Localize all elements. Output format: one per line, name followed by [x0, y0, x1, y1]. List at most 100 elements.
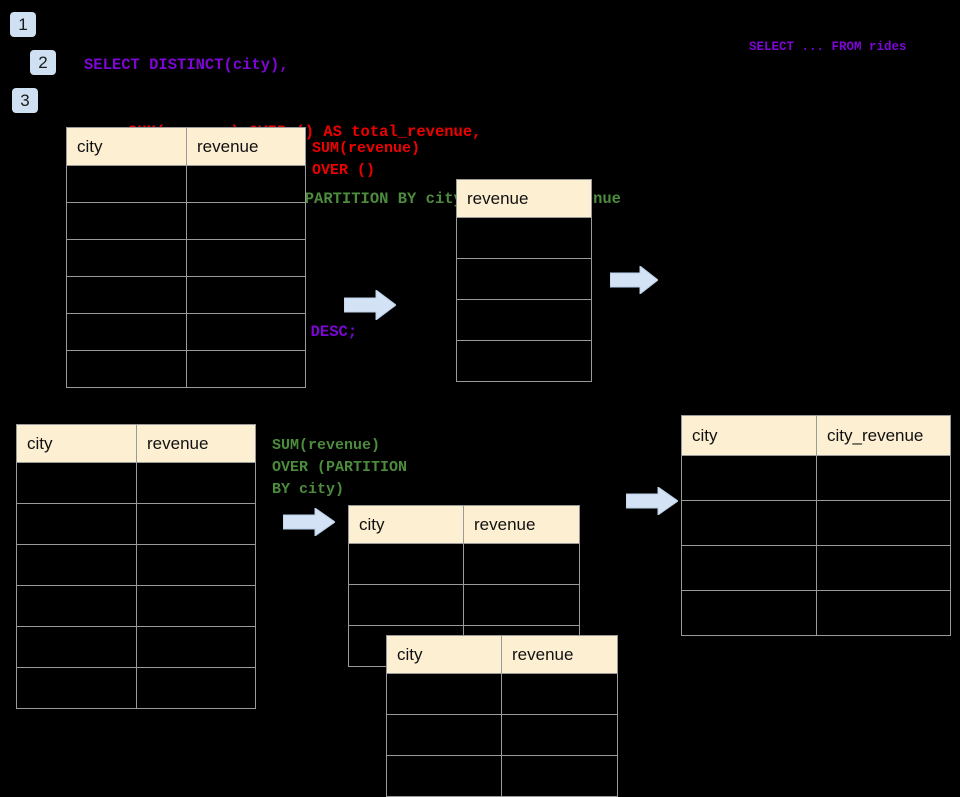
table-row — [66, 165, 306, 203]
cell-city — [66, 350, 187, 388]
cell-revenue — [456, 217, 592, 259]
table-header-row: city revenue — [16, 424, 256, 463]
cell-revenue — [456, 258, 592, 300]
column-header-revenue: revenue — [463, 505, 580, 544]
table-total-revenue: revenue — [456, 179, 592, 382]
cell-revenue — [136, 667, 256, 709]
table-header-row: revenue — [456, 179, 592, 218]
cell-revenue — [136, 626, 256, 668]
table-row — [348, 584, 580, 626]
cell-revenue — [186, 202, 306, 240]
column-header-revenue: revenue — [136, 424, 256, 463]
column-header-city: city — [386, 635, 502, 674]
table-row — [348, 543, 580, 585]
annotation-total-revenue: SUM(revenue) OVER () — [312, 140, 421, 179]
table-row — [456, 340, 592, 382]
cell-city — [66, 165, 187, 203]
table-row — [386, 755, 618, 797]
table-row — [16, 626, 256, 668]
table-row — [16, 462, 256, 504]
table-row — [66, 313, 306, 351]
cell-city — [681, 590, 817, 636]
cell-city-revenue — [816, 590, 951, 636]
cell-revenue — [186, 276, 306, 314]
sql-line-select: SELECT DISTINCT(city), — [84, 56, 289, 75]
cell-revenue — [456, 340, 592, 382]
table-row — [16, 503, 256, 545]
cell-revenue — [136, 585, 256, 627]
column-header-revenue: revenue — [456, 179, 592, 218]
cell-revenue — [501, 673, 618, 715]
cell-city — [16, 544, 137, 586]
column-header-city: city — [66, 127, 187, 166]
table-row — [386, 673, 618, 715]
table-row — [681, 500, 951, 546]
table-row — [66, 202, 306, 240]
cell-city — [348, 543, 464, 585]
table-header-row: city revenue — [386, 635, 618, 674]
table-row — [681, 590, 951, 636]
table-row — [456, 258, 592, 300]
table-row — [66, 239, 306, 277]
cell-city — [681, 545, 817, 591]
annotation-city-revenue: SUM(revenue) OVER (PARTITION BY city) — [272, 437, 408, 498]
cell-city-revenue — [816, 545, 951, 591]
cell-city — [386, 714, 502, 756]
cell-revenue — [136, 503, 256, 545]
table-partition-group-front: city revenue — [386, 635, 618, 797]
cell-revenue — [501, 714, 618, 756]
cell-revenue — [463, 584, 580, 626]
table-header-row: city revenue — [348, 505, 580, 544]
table-header-row: city city_revenue — [681, 415, 951, 456]
cell-revenue — [501, 755, 618, 797]
step-badge-3: 3 — [12, 88, 38, 113]
table-row — [66, 350, 306, 388]
cell-city — [681, 455, 817, 501]
cell-city — [16, 503, 137, 545]
table-header-row: city revenue — [66, 127, 306, 166]
column-header-city: city — [681, 415, 817, 456]
cell-city — [386, 673, 502, 715]
cell-revenue — [186, 239, 306, 277]
cell-revenue — [136, 544, 256, 586]
cell-revenue — [186, 350, 306, 388]
cell-city — [16, 462, 137, 504]
table-rides-source-top: city revenue — [66, 127, 306, 388]
cell-city — [348, 584, 464, 626]
cell-city-revenue — [816, 455, 951, 501]
arrow-partition-to-final — [626, 487, 678, 515]
table-row — [66, 276, 306, 314]
cell-city — [66, 202, 187, 240]
cell-city — [16, 585, 137, 627]
cell-revenue — [456, 299, 592, 341]
column-header-city: city — [348, 505, 464, 544]
table-row — [386, 714, 618, 756]
table-row — [16, 667, 256, 709]
table-row — [16, 544, 256, 586]
cell-city — [16, 626, 137, 668]
step-badge-2: 2 — [30, 50, 56, 75]
table-row — [456, 299, 592, 341]
table-final-result: city city_revenue — [681, 415, 951, 636]
step-badge-1: 1 — [10, 12, 36, 37]
column-header-revenue: revenue — [186, 127, 306, 166]
cell-city — [386, 755, 502, 797]
cell-city — [16, 667, 137, 709]
column-header-revenue: revenue — [501, 635, 618, 674]
cell-revenue — [136, 462, 256, 504]
table-row — [681, 545, 951, 591]
column-header-city-revenue: city_revenue — [816, 415, 951, 456]
arrow-source-to-total — [344, 290, 396, 320]
cell-city-revenue — [816, 500, 951, 546]
arrow-source-to-partition — [283, 508, 335, 536]
table-row — [16, 585, 256, 627]
table-row — [681, 455, 951, 501]
table-rides-source-bottom: city revenue — [16, 424, 256, 709]
cell-city — [681, 500, 817, 546]
cell-city — [66, 239, 187, 277]
column-header-city: city — [16, 424, 137, 463]
table-row — [456, 217, 592, 259]
cell-revenue — [463, 543, 580, 585]
arrow-total-to-final — [610, 266, 658, 294]
table-partition-group-back: city revenue — [348, 505, 580, 667]
